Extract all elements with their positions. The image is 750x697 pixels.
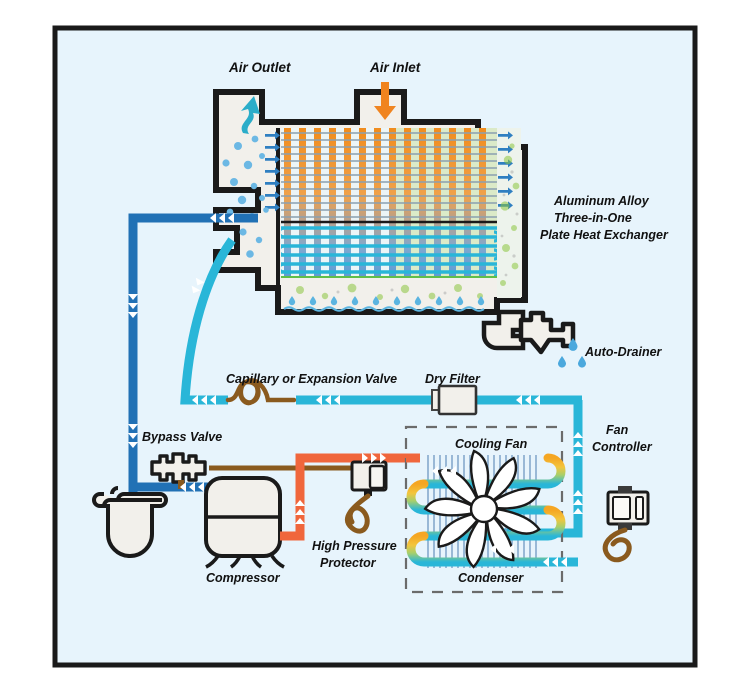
- chevron-cold-air-in: [210, 213, 234, 223]
- bypass-valve: [150, 452, 358, 489]
- label-compressor: Compressor: [206, 571, 281, 585]
- label-capillary: Capillary or Expansion Valve: [226, 372, 397, 386]
- fan-controller: [602, 486, 650, 563]
- accumulator-body: [92, 492, 168, 558]
- discharge-line: [280, 453, 412, 541]
- dry-filter: [431, 384, 478, 416]
- chevron-condenser-internal: [432, 466, 514, 554]
- chevron-discharge-right: [362, 453, 386, 463]
- falling-condensate: [288, 296, 485, 306]
- label-air-outlet: Air Outlet: [228, 60, 291, 75]
- cooling-fan: [423, 449, 541, 569]
- label-heat-exchanger-1: Aluminum Alloy: [553, 194, 650, 208]
- air-outlet-arrow-icon: [241, 96, 260, 134]
- drain-valve-body: [518, 310, 576, 355]
- label-condenser: Condenser: [458, 571, 524, 585]
- plate-heat-exchanger: [213, 82, 528, 315]
- chevron-suction-down: [128, 294, 138, 448]
- capillary-expansion-valve: [225, 378, 297, 406]
- core-hatch-upper: [281, 132, 497, 218]
- drain-droplets-icon: [558, 338, 586, 368]
- core-hatch-refrigerant: [281, 226, 497, 274]
- condenser-assembly: [404, 425, 578, 594]
- separator-wall: [276, 128, 280, 312]
- label-fan-controller-2: Controller: [592, 440, 653, 454]
- label-heat-exchanger-2: Three-in-One: [554, 211, 632, 225]
- refrigerant-bends: [281, 226, 497, 278]
- chevron-discharge-up: [295, 500, 305, 524]
- accumulator: [92, 486, 168, 558]
- heat-exchange-core: [281, 128, 497, 278]
- bypass-valve-body: [150, 452, 207, 484]
- high-pressure-protector: [344, 460, 388, 534]
- compressor: [204, 476, 285, 569]
- label-dry-filter: Dry Filter: [425, 372, 481, 386]
- auto-drainer: Auto-Drainer: [481, 309, 663, 368]
- label-hpp-2: Protector: [320, 556, 377, 570]
- label-heat-exchanger-3: Plate Heat Exchanger: [540, 228, 669, 242]
- flow-chevrons: [128, 213, 583, 567]
- chevron-suction-right: [180, 482, 204, 492]
- condensate-speckles: [296, 143, 520, 300]
- label-auto-drainer: Auto-Drainer: [584, 345, 663, 359]
- drain-elbow: [481, 309, 526, 351]
- label-fan-controller-1: Fan: [606, 423, 629, 437]
- label-air-inlet: Air Inlet: [369, 60, 421, 75]
- chevron-fan-line-up: [573, 432, 583, 514]
- label-cooling-fan: Cooling Fan: [455, 437, 528, 451]
- chevron-condenser-out: [543, 557, 567, 567]
- liquid-line-to-capillary: [180, 237, 236, 405]
- water-level: [283, 306, 485, 312]
- label-bypass-valve: Bypass Valve: [142, 430, 222, 444]
- air-inlet-arrow-icon: [374, 82, 396, 120]
- label-hpp-1: High Pressure: [312, 539, 397, 553]
- condenser-coil: [406, 453, 566, 567]
- chevron-liquid-curve: [191, 277, 205, 294]
- chevron-liquid-left: [192, 395, 540, 405]
